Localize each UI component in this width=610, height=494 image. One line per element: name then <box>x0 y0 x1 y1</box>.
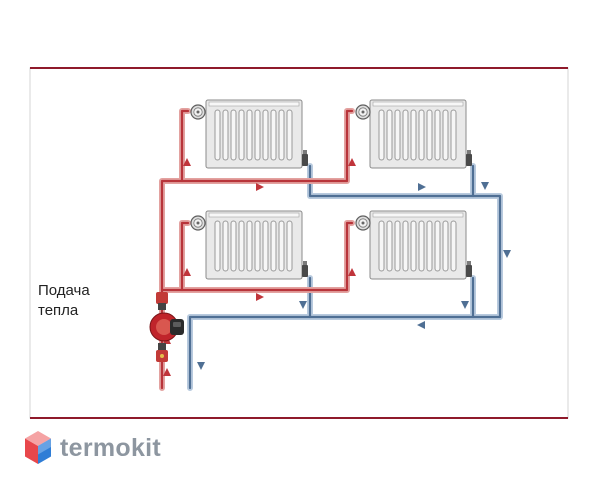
radiator <box>369 99 467 169</box>
supply-pipes <box>159 108 355 391</box>
supply-arrow-up-icon <box>183 158 191 166</box>
return-arrow-down-icon <box>503 250 511 258</box>
return-pipes <box>187 163 503 391</box>
brand-name: termokit <box>60 433 162 462</box>
return-arrow-down-icon <box>299 301 307 309</box>
return-arrow-down-icon <box>481 182 489 190</box>
supply-arrow-up-icon <box>163 368 171 376</box>
thermostatic-valve-icon <box>190 104 206 120</box>
hexagon-cube-logo-icon <box>25 431 51 464</box>
return-arrow-left-icon <box>417 321 425 329</box>
supply-arrow-up-icon <box>348 158 356 166</box>
radiator <box>369 210 467 280</box>
return-arrow-right-icon <box>418 183 426 191</box>
radiator <box>205 210 303 280</box>
return-arrow-down-icon <box>461 301 469 309</box>
supply-arrow-up-icon <box>348 268 356 276</box>
thermostatic-valve-icon <box>355 215 371 231</box>
thermostatic-valve-icon <box>355 104 371 120</box>
heating-supply-label-line-1: Подача <box>38 282 90 299</box>
supply-arrow-right-icon <box>256 183 264 191</box>
supply-arrow-right-icon <box>256 293 264 301</box>
supply-arrow-up-icon <box>183 268 191 276</box>
return-arrow-down-icon <box>197 362 205 370</box>
brand-logo: termokit <box>24 428 161 468</box>
heating-supply-label-line-2: тепла <box>38 302 79 319</box>
thermostatic-valve-icon <box>190 215 206 231</box>
circulation-pump-icon <box>149 292 184 362</box>
heating-supply-label: Подача тепла <box>38 281 128 321</box>
radiator <box>205 99 303 169</box>
